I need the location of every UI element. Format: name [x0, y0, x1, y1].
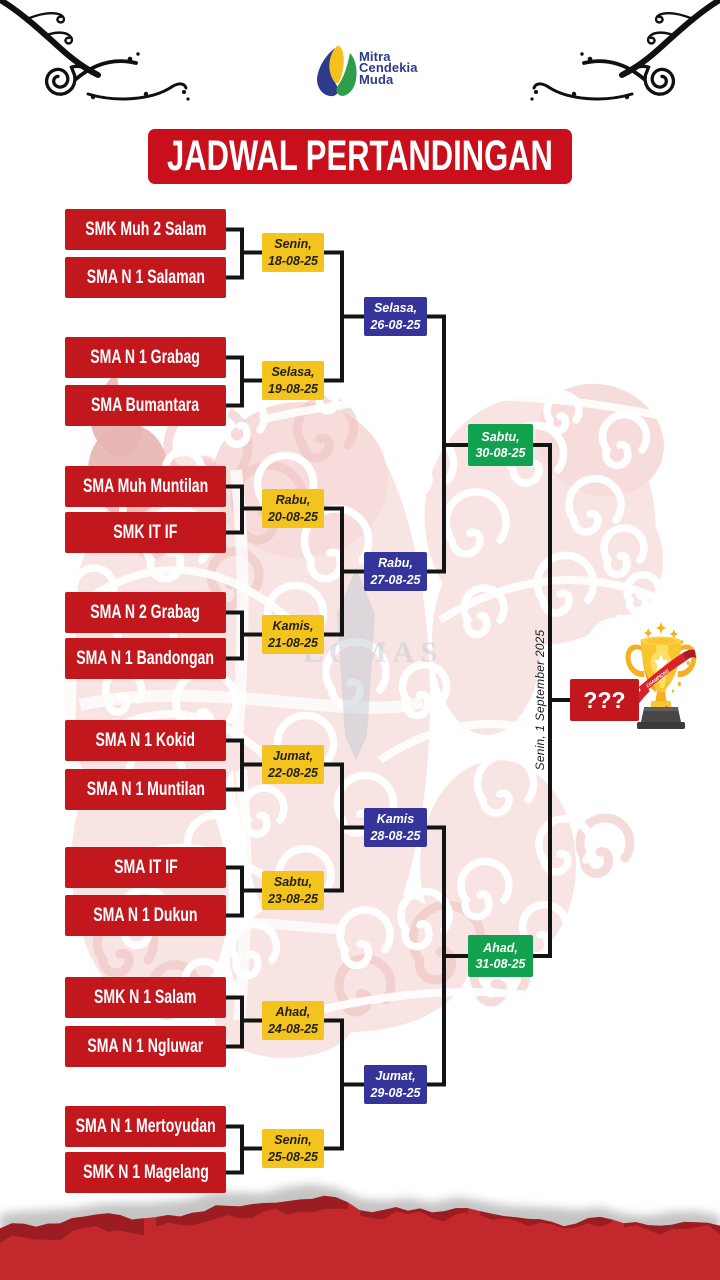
svg-text:LOMAS: LOMAS — [303, 636, 443, 669]
